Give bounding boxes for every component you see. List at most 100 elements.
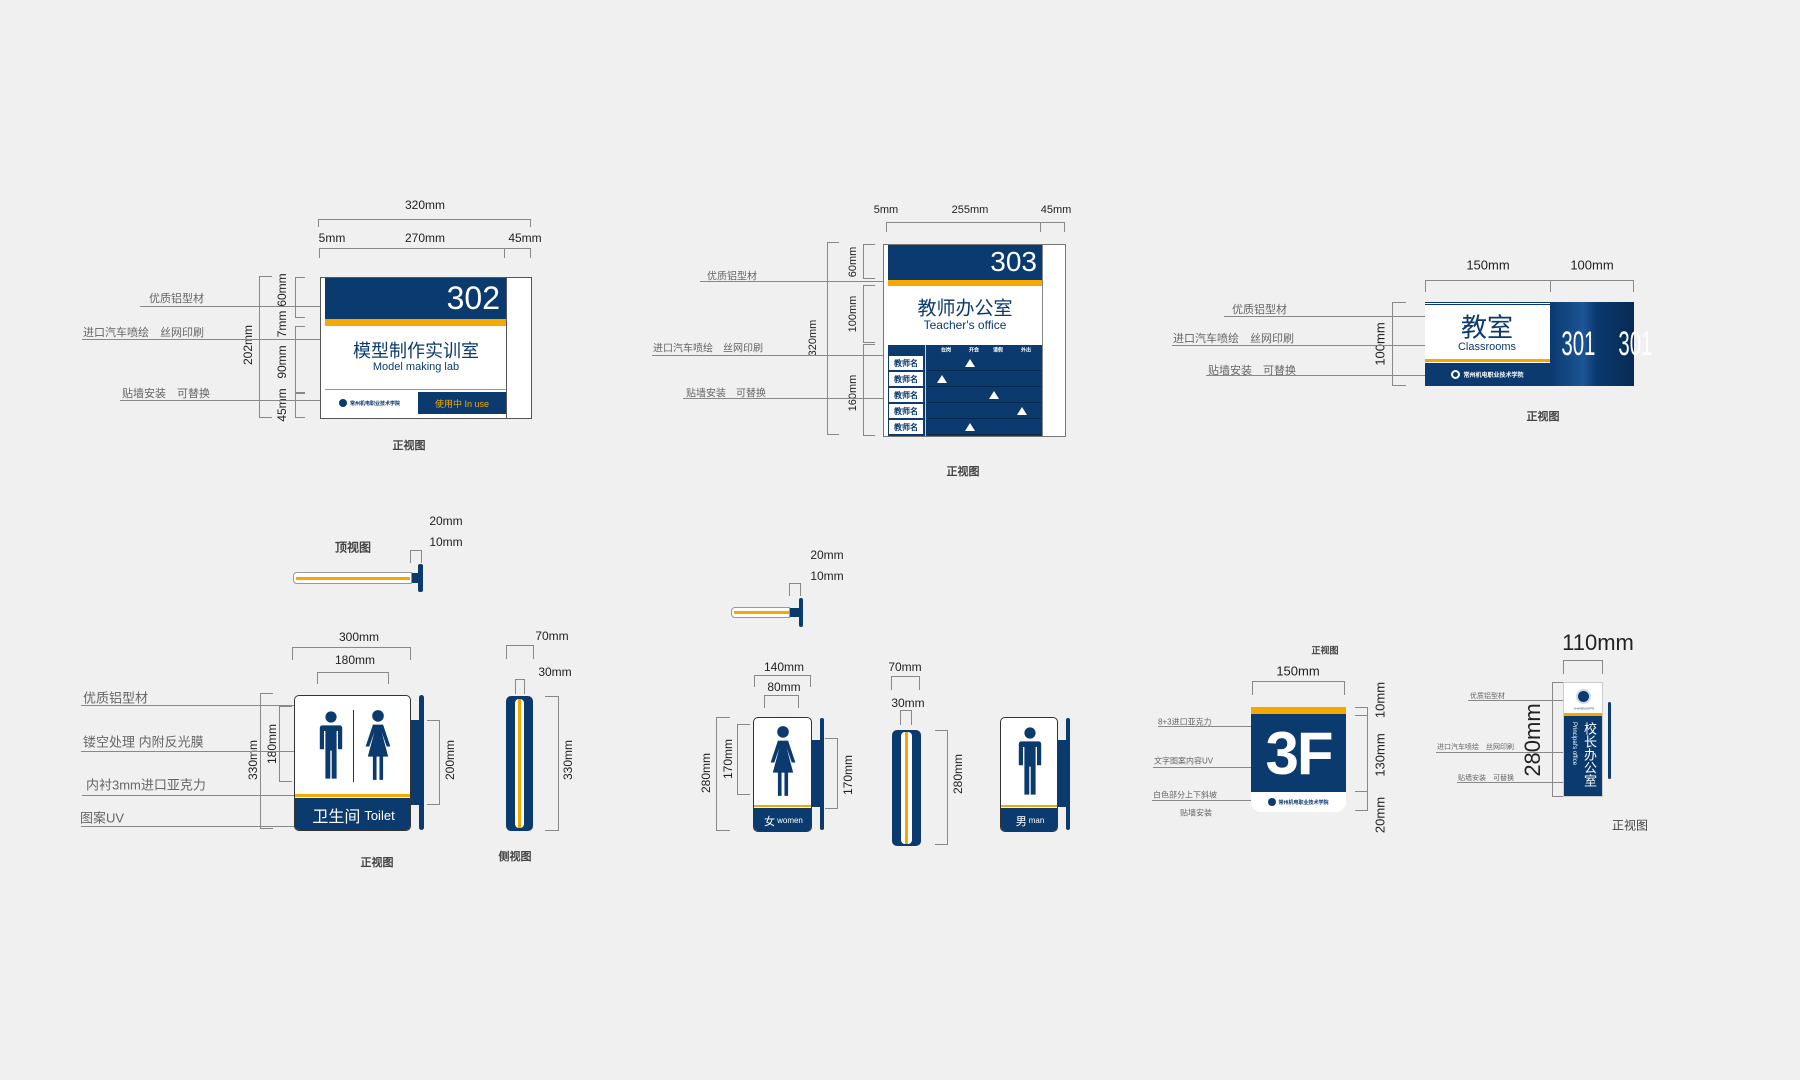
school-name: 常州机电职业技术学院: [1573, 708, 1595, 711]
label-cn: 男: [1015, 815, 1027, 828]
divider: [925, 345, 926, 436]
status-marker-icon: [965, 423, 975, 431]
wall-plate: [820, 718, 824, 830]
connector: [812, 740, 821, 807]
dim-side-height: 330mm: [561, 739, 575, 781]
leader-line: [652, 355, 892, 356]
toilet-label: 卫生间 Toilet: [295, 798, 410, 830]
dim-left: 5mm: [318, 231, 346, 245]
room-number-side: 301: [1618, 324, 1653, 363]
annotation: 贴墙安装 可替换: [122, 388, 210, 400]
man-icon: [319, 711, 343, 779]
sign-301-number-panel: 301 301: [1550, 302, 1652, 386]
dim-height: 100mm: [1372, 322, 1388, 366]
dim-line: [754, 675, 811, 687]
wall-plate: [1608, 702, 1611, 779]
annotation: 优质铝型材: [1470, 693, 1505, 700]
dim-line: [317, 672, 389, 684]
dim-inner: 180mm: [334, 653, 376, 667]
teacher-name: 教师名: [889, 388, 923, 402]
dim-line: [1252, 681, 1345, 695]
school-emblem-icon: [1576, 689, 1591, 704]
dim-left: 5mm: [873, 204, 899, 216]
room-name-cn: 模型制作实训室: [353, 341, 479, 361]
dim-bracket: [545, 696, 559, 831]
dim-line: [515, 679, 525, 694]
dim-side-inner: 30mm: [891, 696, 925, 710]
dim-top-b: 10mm: [810, 569, 844, 583]
dim-line: [292, 647, 411, 660]
annotation: 进口汽车喷绘 丝网印刷: [83, 327, 204, 339]
dim-tick: [1355, 791, 1368, 792]
dim-total-width: 320mm: [404, 198, 446, 212]
yellow-stripe: [295, 794, 410, 797]
wall-plate: [418, 564, 423, 592]
yellow-stripe: [1564, 713, 1602, 716]
teacher-name: 教师名: [889, 404, 923, 418]
dim-middle: 255mm: [951, 204, 989, 216]
view-label: 正视图: [1526, 411, 1560, 423]
woman-icon: [770, 726, 796, 796]
school-logo: 常州机电职业技术学院: [1251, 792, 1346, 812]
top-view-panel: [731, 607, 790, 618]
yellow-stripe: [1425, 359, 1550, 362]
dim-tick: [504, 248, 505, 258]
divider: [353, 710, 354, 782]
label-en: women: [777, 816, 803, 825]
yellow-stripe: [734, 611, 789, 614]
dim-left-width: 150mm: [1466, 257, 1510, 273]
view-label: 正视图: [360, 857, 394, 869]
school-name: 常州机电职业技术学院: [1463, 373, 1524, 379]
dim-bracket: [427, 720, 440, 805]
annotation: 镂空处理 内附反光膜: [83, 734, 204, 750]
leader-line: [82, 339, 380, 340]
connector: [412, 573, 420, 583]
number-panel: 303: [888, 245, 1042, 280]
yellow-stripe: [1001, 805, 1057, 807]
dim-side-height: 280mm: [951, 753, 965, 795]
dim-bracket: [863, 344, 875, 436]
annotation: 优质铝型材: [149, 293, 204, 305]
leader-line: [1224, 316, 1437, 317]
principal-sign: 常州机电职业技术学院 校长办公室 Principal's office: [1563, 682, 1603, 797]
dim-bracket: [825, 738, 838, 809]
dim-line: [1425, 280, 1634, 292]
floor-sign: 3F 常州机电职业技术学院: [1251, 707, 1346, 812]
top-view-panel: [293, 572, 412, 584]
yellow-stripe: [1251, 707, 1346, 714]
dim-width: 150mm: [1276, 663, 1320, 679]
table-header: 请假: [992, 347, 1004, 354]
annotation: 文字图案内容UV: [1154, 756, 1214, 766]
name-panel: 校长办公室 Principal's office: [1564, 716, 1602, 796]
dim-width: 300mm: [338, 630, 380, 644]
dim-h2: 7mm: [275, 310, 289, 338]
dim-line: [1563, 660, 1603, 674]
row-divider: [927, 402, 1041, 403]
table-header: 开会: [968, 347, 980, 354]
dim-line: [318, 219, 531, 227]
dim-line: [891, 676, 920, 690]
number-panel: 302: [325, 278, 506, 319]
teacher-name: 教师名: [889, 356, 923, 370]
dim-side-width: 70mm: [535, 629, 569, 643]
leader-line: [81, 751, 321, 752]
view-label: 顶视图: [334, 540, 372, 555]
annotation: 内衬3mm进口亚克力: [86, 777, 206, 793]
annotation: 优质铝型材: [1232, 304, 1287, 316]
school-emblem-icon: [1268, 798, 1277, 806]
room-name-cn: 教室: [1460, 312, 1514, 343]
status-marker-icon: [965, 359, 975, 367]
teacher-name: 教师名: [889, 372, 923, 386]
wall-plate: [799, 598, 803, 627]
dim-tick: [1550, 280, 1551, 292]
room-name-en: Model making lab: [372, 361, 460, 373]
dim-line: [886, 222, 1065, 232]
row-divider: [927, 434, 1041, 435]
dim-height: 202mm: [241, 324, 255, 366]
dim-top-a: 20mm: [429, 514, 463, 528]
dim-right-width: 100mm: [1570, 257, 1614, 273]
dim-tick: [1040, 222, 1041, 232]
dim-inner-height: 180mm: [265, 723, 279, 765]
dim-bracket: [935, 730, 948, 845]
dim-h1: 60mm: [275, 273, 289, 307]
